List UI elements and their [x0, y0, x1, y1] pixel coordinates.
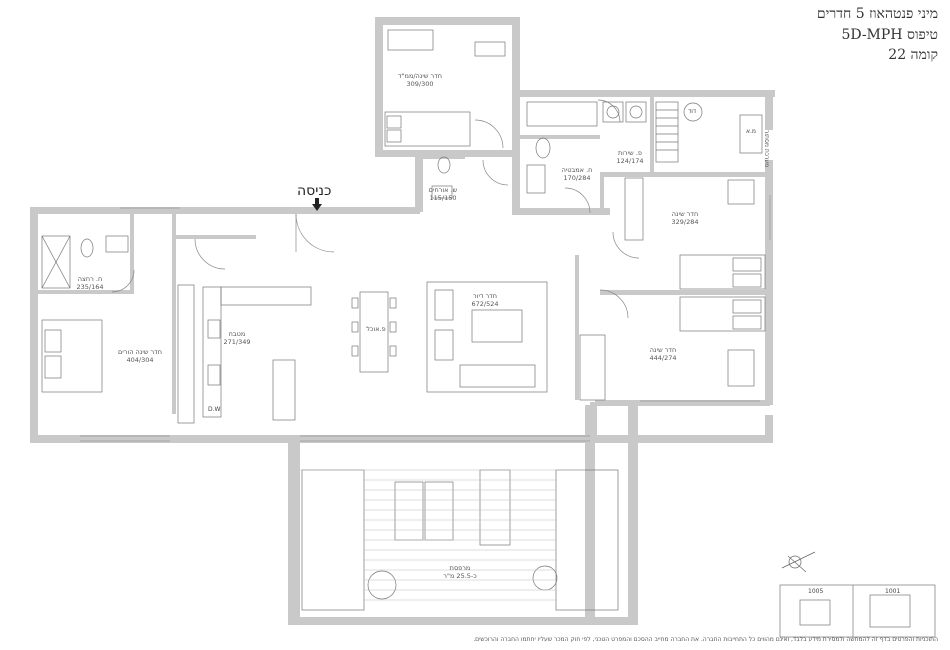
entrance-label: כניסה — [297, 183, 332, 199]
keyplan-unit-a: 1005 — [808, 588, 824, 595]
compass-icon — [781, 551, 816, 573]
boiler-label: דוד — [688, 108, 697, 115]
side-label: מערכת מסתור — [763, 130, 770, 168]
keyplan-unit-b: 1001 — [885, 588, 901, 595]
key-plan — [779, 584, 936, 638]
meter-label: מ.א — [746, 128, 756, 135]
unit-type: טיפוס 5D-MPH — [841, 27, 938, 43]
footer-disclaimer: התוכניות והפרטים בדף זה להמחשה ולמסירת מ… — [473, 636, 938, 643]
room-dining: פ.אוכל — [366, 325, 386, 333]
dishwasher-label: D.W — [208, 406, 221, 413]
floor-number: קומה 22 — [888, 47, 938, 63]
plan-title: מיני פנטהאוז 5 חדרים — [816, 6, 938, 22]
